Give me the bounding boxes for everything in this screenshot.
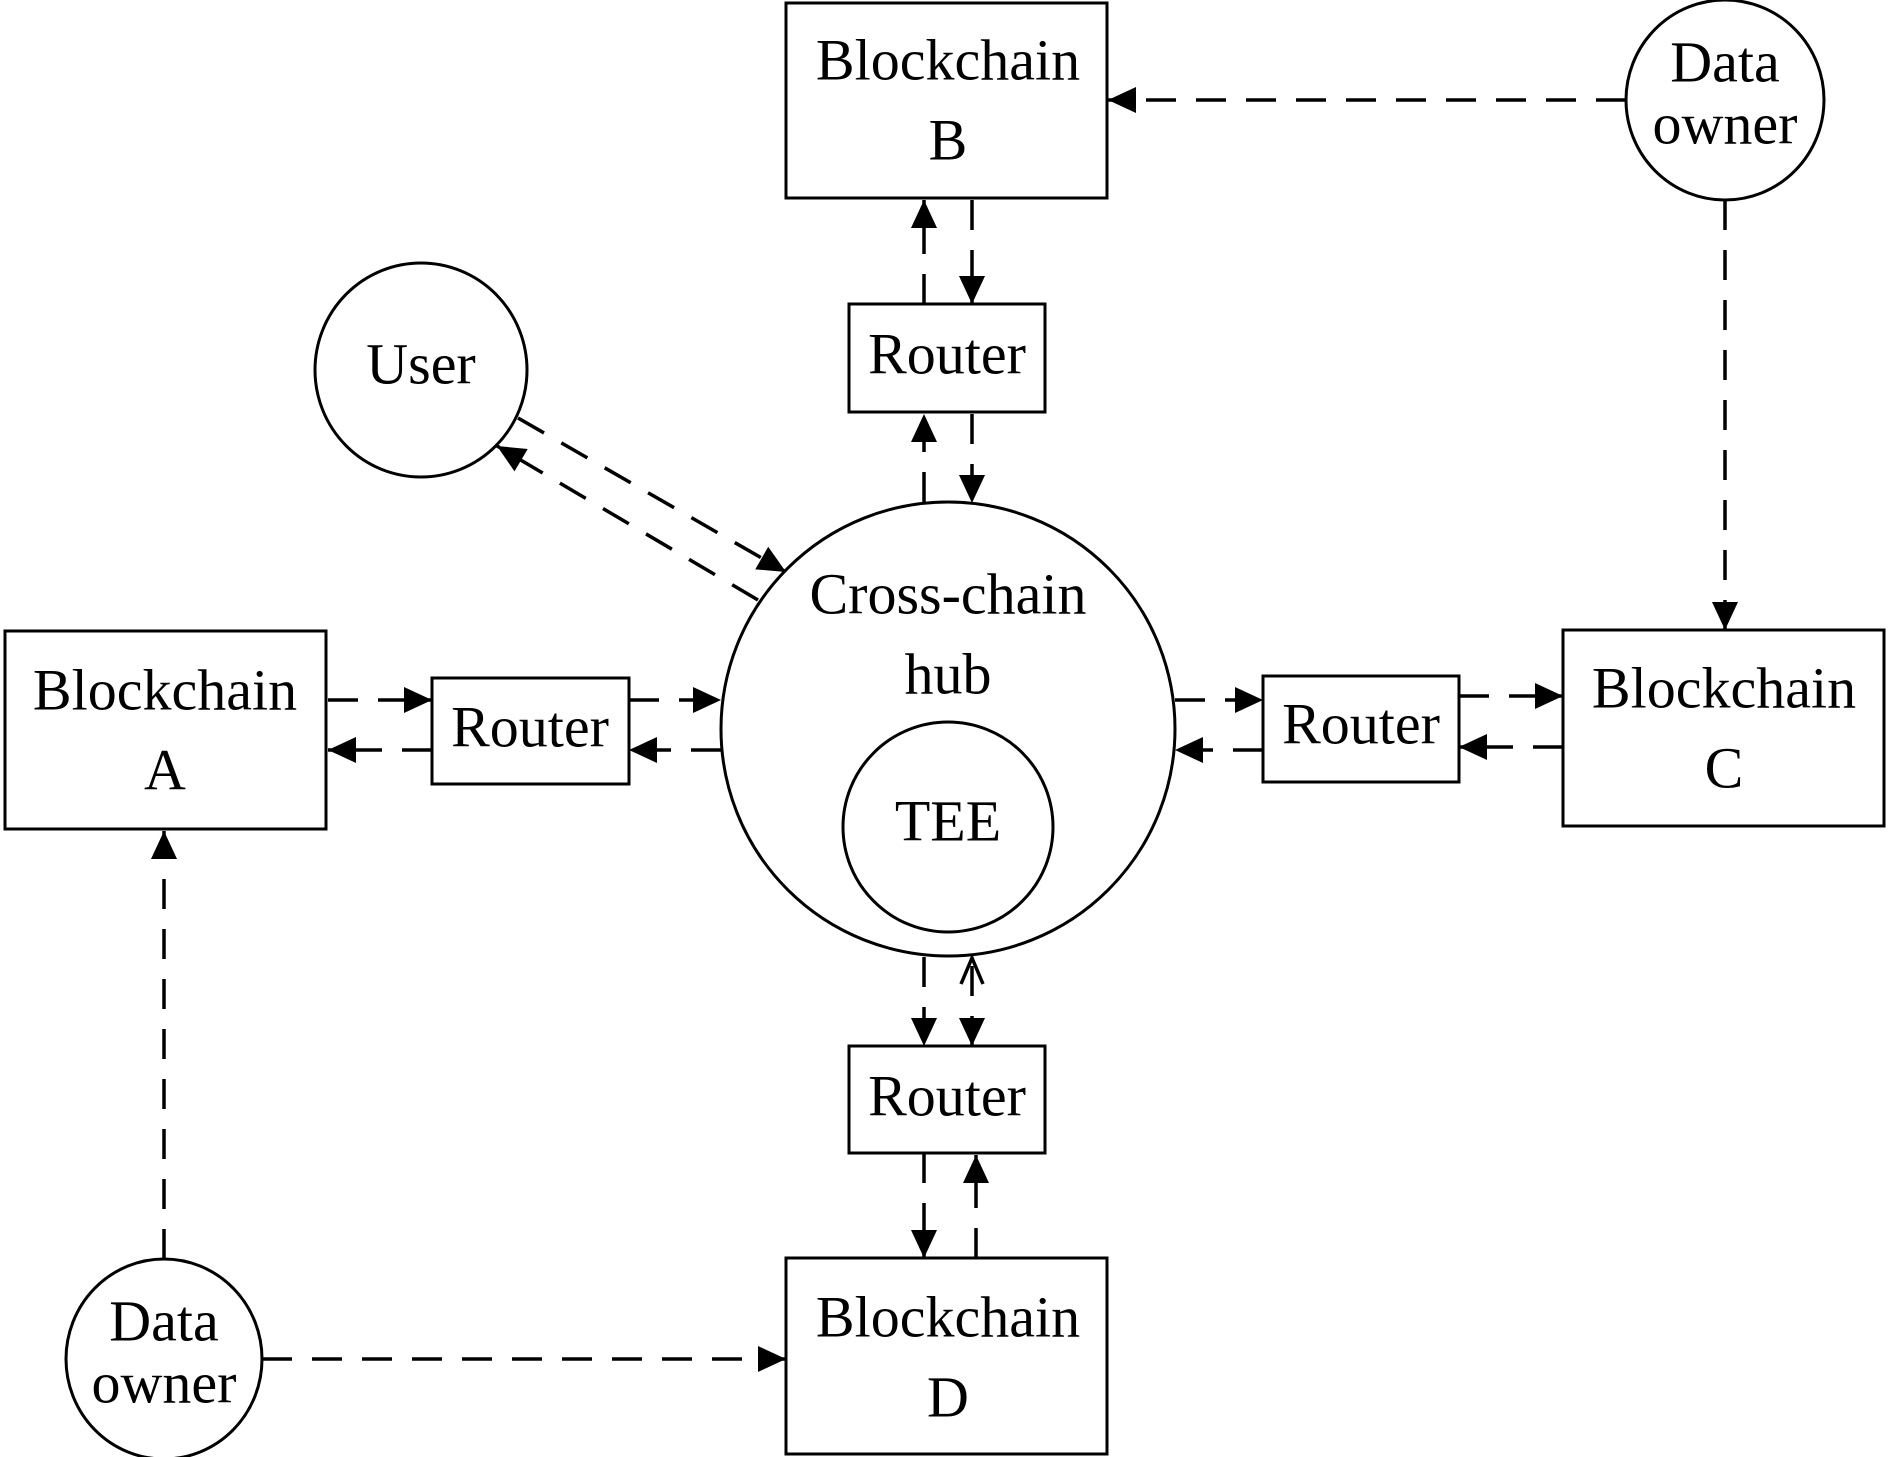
blockchain-b-box (784, 1, 1109, 200)
filled-arrowhead-icon (1108, 87, 1136, 113)
open-arrowhead-icon (959, 953, 985, 985)
tee-label: TEE (895, 788, 1001, 853)
blockchain-c-node[interactable]: Blockchain C (1561, 628, 1886, 828)
filled-arrowhead-icon (755, 546, 786, 572)
dashed-connector-line (496, 444, 759, 602)
router-left-node[interactable]: Router (430, 676, 631, 786)
blockchain-b-node[interactable]: Blockchain B (784, 1, 1109, 200)
data-owner-bottom-left-node[interactable]: Data owner (64, 1257, 264, 1457)
edge-hub-to-router-bottom (911, 957, 937, 1046)
blockchain-a-box (3, 629, 328, 831)
edge-blockchain-d-to-router-bottom (963, 1155, 989, 1258)
router-right-box (1261, 674, 1461, 784)
data-owner-top-right-circle (1624, 0, 1826, 202)
router-bottom-box (847, 1044, 1047, 1155)
router-bottom-label: Router (868, 1063, 1026, 1128)
edge-router-right-to-blockchain-c (1459, 683, 1563, 709)
edge-user-to-hub (517, 416, 787, 574)
filled-arrowhead-icon (959, 475, 985, 503)
edge-router-left-to-blockchain-a (328, 737, 432, 763)
router-top-box (847, 302, 1047, 414)
edge-router-right-to-hub (1175, 737, 1263, 763)
blockchain-a-node[interactable]: Blockchain A (3, 629, 328, 831)
blockchain-d-box (784, 1256, 1109, 1456)
tee-circle (841, 720, 1055, 934)
hub-label-line-2: hub (905, 641, 992, 706)
edge-data-owner-tr-to-blockchain-c (1712, 200, 1738, 630)
edge-router-bottom-to-hub (959, 953, 985, 1046)
blockchain-a-label-line-1: Blockchain (33, 657, 297, 722)
blockchain-c-label-line-2: C (1705, 735, 1744, 800)
edge-router-bottom-to-blockchain-d (911, 1153, 937, 1258)
filled-arrowhead-icon (911, 414, 937, 442)
filled-arrowhead-icon (629, 737, 657, 763)
edge-router-top-to-hub (911, 414, 937, 502)
hub-label-line-1: Cross-chain (809, 561, 1086, 626)
edge-hub-to-router-right (1175, 687, 1263, 713)
filled-arrowhead-icon (1175, 737, 1203, 763)
filled-arrowhead-icon (497, 446, 528, 472)
edge-blockchain-a-to-router-left (328, 687, 432, 713)
edge-hub-to-router-top (959, 414, 985, 503)
edge-blockchain-b-to-router-top (911, 200, 937, 304)
edges-layer (151, 87, 1738, 1372)
filled-arrowhead-icon (911, 1230, 937, 1258)
blockchain-a-label-line-2: A (144, 737, 186, 802)
edge-hub-to-user (496, 444, 759, 602)
filled-arrowhead-icon (1535, 683, 1563, 709)
blockchain-d-node[interactable]: Blockchain D (784, 1256, 1109, 1456)
dashed-connector-line (517, 416, 787, 574)
router-left-label: Router (451, 694, 609, 759)
edge-data-owner-bl-to-blockchain-a (151, 831, 177, 1259)
blockchain-d-label-line-1: Blockchain (816, 1284, 1080, 1349)
blockchain-b-label-line-1: Blockchain (816, 27, 1080, 92)
tee-node[interactable]: TEE (841, 720, 1055, 934)
data-owner-top-right-node[interactable]: Data owner (1624, 0, 1826, 202)
data-owner-bottom-left-label-line-2: owner (92, 1350, 237, 1415)
blockchain-c-label-line-1: Blockchain (1592, 655, 1856, 720)
edge-hub-to-router-left (629, 737, 721, 763)
data-owner-top-right-label-line-1: Data (1670, 29, 1780, 94)
filled-arrowhead-icon (758, 1346, 786, 1372)
edge-data-owner-tr-to-blockchain-b (1108, 87, 1626, 113)
filled-arrowhead-icon (1235, 687, 1263, 713)
filled-arrowhead-icon (328, 737, 356, 763)
router-right-node[interactable]: Router (1261, 674, 1461, 784)
filled-arrowhead-icon (1712, 602, 1738, 630)
data-owner-top-right-label-line-2: owner (1653, 91, 1798, 156)
router-top-node[interactable]: Router (847, 302, 1047, 414)
blockchain-d-label-line-2: D (927, 1364, 969, 1429)
filled-arrowhead-icon (911, 200, 937, 228)
edge-router-left-to-hub (629, 687, 721, 713)
filled-arrowhead-icon (959, 1018, 985, 1046)
filled-arrowhead-icon (693, 687, 721, 713)
edge-router-top-to-blockchain-b (959, 200, 985, 304)
user-circle (313, 261, 529, 479)
filled-arrowhead-icon (151, 831, 177, 859)
filled-arrowhead-icon (404, 687, 432, 713)
router-left-box (430, 676, 631, 786)
blockchain-b-label-line-2: B (929, 107, 968, 172)
router-bottom-node[interactable]: Router (847, 1044, 1047, 1155)
data-owner-bottom-left-circle (64, 1257, 264, 1457)
filled-arrowhead-icon (963, 1155, 989, 1183)
user-label: User (366, 331, 476, 396)
edge-data-owner-bl-to-blockchain-d (262, 1346, 786, 1372)
filled-arrowhead-icon (959, 276, 985, 304)
router-right-label: Router (1282, 691, 1440, 756)
filled-arrowhead-icon (911, 1018, 937, 1046)
edge-blockchain-c-to-router-right (1459, 734, 1563, 760)
blockchain-c-box (1561, 628, 1886, 828)
user-node[interactable]: User (313, 261, 529, 479)
router-top-label: Router (868, 321, 1026, 386)
filled-arrowhead-icon (1459, 734, 1487, 760)
data-owner-bottom-left-label-line-1: Data (109, 1288, 219, 1353)
